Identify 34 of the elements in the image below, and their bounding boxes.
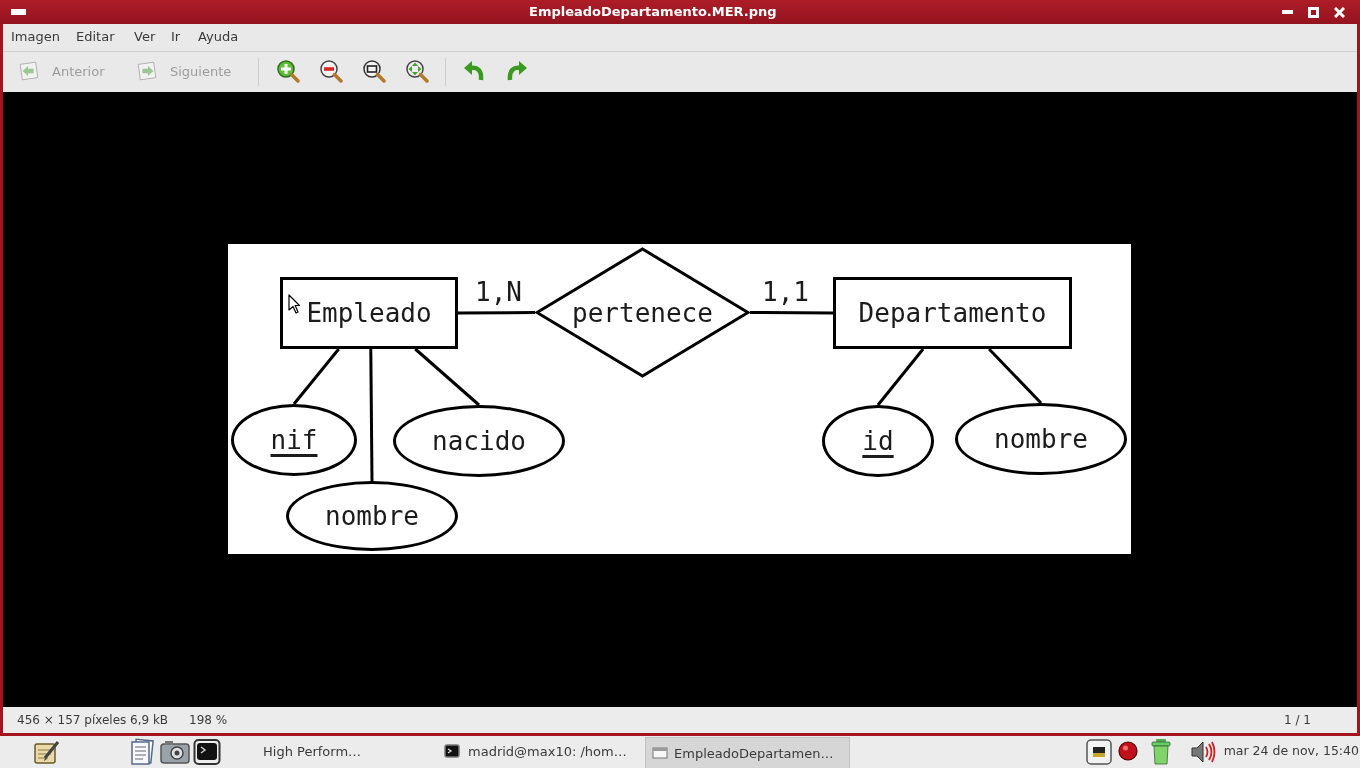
menu-item: Ir [171, 29, 181, 45]
menu-item: Imagen [11, 29, 60, 45]
connector-line [414, 347, 480, 407]
page-counter: 1 / 1 [1284, 712, 1311, 728]
connector-line [988, 347, 1043, 405]
clock-text: mar 24 de nov, 15:40 [1223, 743, 1359, 759]
entity-box [833, 277, 1072, 349]
taskbar-button: EmpleadoDepartamen… [645, 737, 850, 768]
entity-name: Empleado [306, 298, 432, 328]
relationship-diamond [535, 247, 750, 378]
attribute-name: nombre [994, 424, 1088, 454]
relationship-name: pertenece [572, 297, 713, 328]
attribute-name: nombre [325, 501, 419, 531]
previous-button: Anterior [16, 59, 107, 83]
taskbar-button: High Perform… [263, 741, 362, 761]
entity-box [280, 277, 458, 349]
status-text: 456 × 157 píxeles [17, 712, 127, 728]
key-attribute-name: nif [270, 425, 318, 455]
window-title: EmpleadoDepartamento.MER.png [529, 4, 777, 20]
status-text: 6,9 kB [130, 712, 169, 728]
connector-line [369, 349, 374, 481]
menu-item: Ver [134, 29, 156, 45]
taskbar-button: madrid@max10: /hom… [444, 741, 627, 761]
next-button: Siguiente [134, 59, 234, 83]
status-text: 198 % [189, 712, 228, 728]
connector-line [458, 311, 535, 315]
attribute-name: nacido [432, 426, 526, 456]
menu-item: Editar [76, 29, 115, 45]
menu-item: Ayuda [198, 29, 239, 45]
connector-line [750, 311, 833, 315]
connector-line [292, 348, 340, 405]
connector-line [876, 348, 925, 406]
entity-name: Departamento [858, 298, 1047, 328]
key-attribute-name: id [862, 426, 894, 456]
